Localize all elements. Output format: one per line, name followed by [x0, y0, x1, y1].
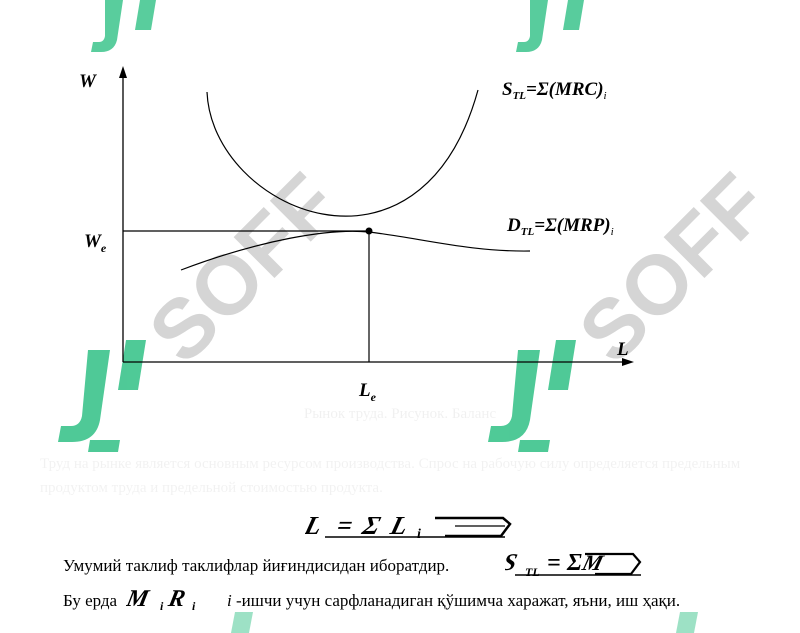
svg-text:i: i — [192, 599, 196, 613]
svg-text:TL: TL — [525, 565, 540, 578]
watermark-logo-icon — [58, 340, 146, 452]
worker-index: i — [227, 591, 232, 610]
equilibrium-point — [365, 227, 373, 235]
watermark-logo-icon — [516, 0, 584, 52]
text-line-total-supply: Умумий таклиф таклифлар йиғиндисидан ибо… — [63, 556, 450, 575]
text-line-explanation-rest: i -ишчи учун сарфланадиган қўшимча хараж… — [227, 591, 681, 610]
svg-text:M: M — [126, 585, 152, 612]
svg-text:R: R — [165, 585, 188, 612]
formula-total-labor: L = Σ L i — [305, 512, 512, 540]
formula-marginal-cost: M i R i — [126, 585, 196, 613]
x-axis-label: L — [617, 339, 629, 360]
labor-market-diagram — [119, 66, 634, 366]
watermark-logo-icon — [488, 340, 576, 452]
svg-text:i: i — [417, 527, 421, 540]
equilibrium-labor-label: Le — [359, 380, 376, 404]
text-line-explanation: Бу ерда — [63, 591, 118, 610]
demand-curve — [180, 230, 531, 271]
x-axis-arrow-icon — [622, 358, 634, 366]
svg-text:S: S — [505, 549, 520, 576]
watermark-logo-icon — [91, 0, 156, 52]
svg-text:i: i — [160, 599, 164, 613]
faded-caption: Рынок труда. Рисунок. Баланс — [303, 406, 497, 422]
formula-total-supply: S TL = Σ M — [505, 549, 642, 578]
svg-text:=: = — [547, 550, 561, 576]
svg-text:=: = — [334, 512, 357, 540]
svg-text:Σ: Σ — [359, 512, 385, 540]
faded-paragraph: Труд на рынке является основным ресурсом… — [40, 456, 741, 496]
y-axis-arrow-icon — [119, 66, 127, 78]
demand-curve-label: DTL=Σ(MRP)i — [507, 215, 614, 238]
equilibrium-wage-label: We — [84, 231, 107, 255]
svg-text:Σ: Σ — [566, 550, 582, 576]
svg-text:L: L — [387, 512, 412, 540]
supply-curve — [206, 89, 479, 217]
y-axis-label: W — [79, 71, 96, 92]
svg-text:L: L — [305, 512, 325, 540]
watermark-logo-icon — [231, 612, 698, 633]
supply-curve-label: STL=Σ(MRC)i — [502, 79, 607, 102]
